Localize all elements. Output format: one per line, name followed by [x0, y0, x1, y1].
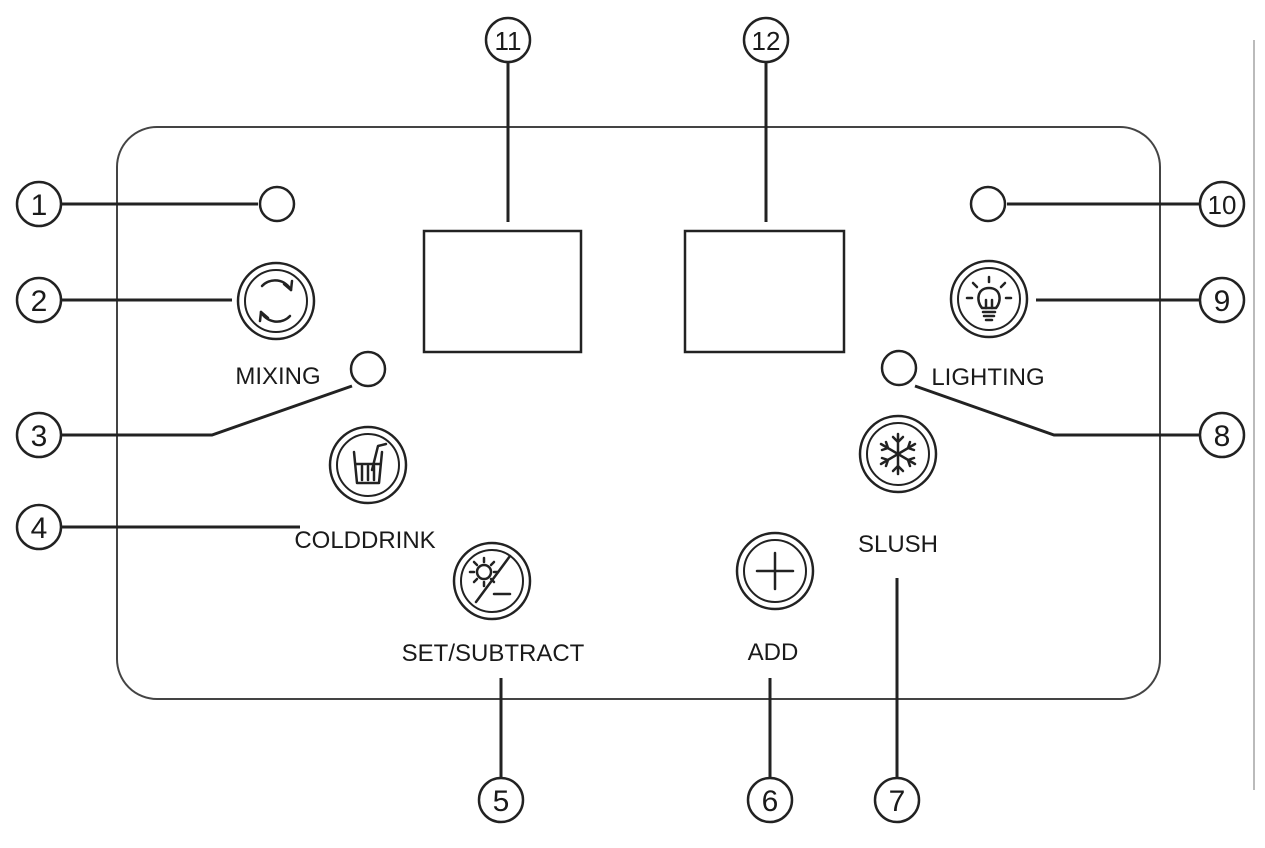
set-subtract-button[interactable]: [452, 541, 532, 621]
callout-number-8: 8: [1214, 420, 1231, 453]
slush-button[interactable]: [858, 414, 938, 494]
light-bulb-icon: [965, 275, 1013, 322]
lighting-label: LIGHTING: [931, 364, 1044, 391]
callout-number-12: 12: [752, 26, 781, 56]
callout-number-1: 1: [31, 189, 48, 222]
plus-icon: [755, 551, 795, 591]
mixing-label: MIXING: [235, 363, 320, 390]
slush-label: SLUSH: [858, 531, 938, 558]
leader-line-3: [62, 384, 353, 437]
callout-number-6: 6: [762, 785, 779, 818]
lighting-button[interactable]: [949, 259, 1029, 339]
callout-number-5: 5: [493, 785, 510, 818]
callout-5: 5: [477, 776, 525, 824]
indicator-led-10: [969, 185, 1007, 223]
mixing-button[interactable]: [236, 261, 316, 341]
indicator-led-3: [349, 350, 387, 388]
callout-1: 1: [15, 180, 63, 228]
panel-outline: [116, 126, 1161, 700]
leader-line-8: [914, 384, 1200, 437]
display-right: [683, 229, 846, 354]
leader-lines: [62, 62, 1200, 778]
callout-10: 10: [1198, 180, 1246, 228]
callout-number-10: 10: [1208, 190, 1237, 220]
circular-arrows-icon: [258, 279, 294, 323]
colddrink-label: COLDDRINK: [294, 527, 435, 554]
callout-11: 11: [484, 16, 532, 64]
callout-number-11: 11: [495, 26, 522, 56]
callout-2: 2: [15, 276, 63, 324]
add-button[interactable]: [735, 531, 815, 611]
display-left: [422, 229, 583, 354]
callout-9: 9: [1198, 276, 1246, 324]
callout-7: 7: [873, 776, 921, 824]
callout-number-2: 2: [31, 285, 48, 318]
add-label: ADD: [748, 639, 799, 666]
callout-number-3: 3: [31, 420, 48, 453]
colddrink-button[interactable]: [328, 425, 408, 505]
callout-4: 4: [15, 503, 63, 551]
snowflake-icon: [879, 432, 917, 476]
callout-number-7: 7: [889, 785, 906, 818]
set-subtract-label: SET/SUBTRACT: [402, 640, 585, 667]
cup-with-straw-icon: [352, 442, 388, 485]
indicator-led-8: [880, 349, 918, 387]
callout-12: 12: [742, 16, 790, 64]
gear-minus-icon: [468, 554, 512, 604]
callout-number-9: 9: [1214, 285, 1231, 318]
callout-8: 8: [1198, 411, 1246, 459]
callout-6: 6: [746, 776, 794, 824]
indicator-led-1: [258, 185, 296, 223]
callout-3: 3: [15, 411, 63, 459]
callout-number-4: 4: [31, 512, 48, 545]
